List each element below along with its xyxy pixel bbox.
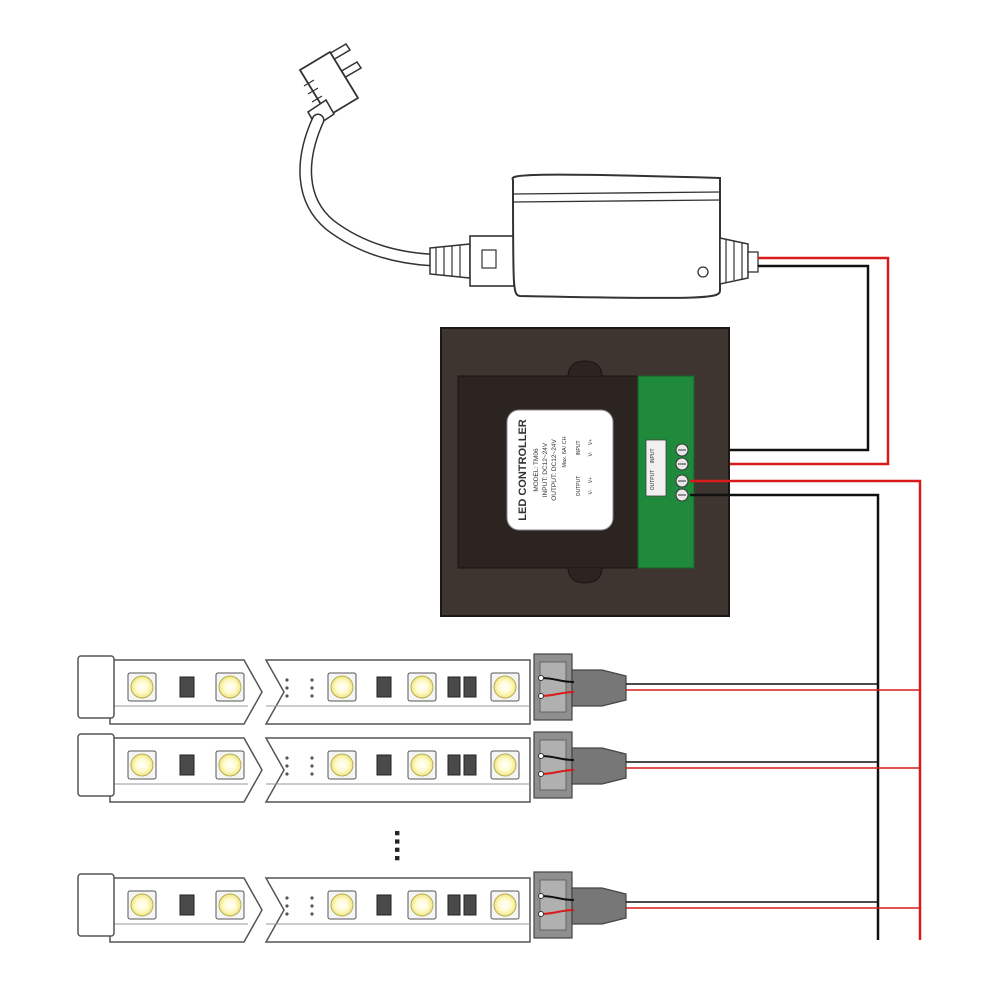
resistor — [179, 894, 195, 916]
label-output-tag: OUTPUT — [576, 476, 582, 497]
terminal-screws — [675, 443, 689, 502]
resistor — [447, 894, 461, 916]
terminal-tags: OUTPUT INPUT — [650, 449, 656, 491]
led-chip — [127, 672, 157, 702]
resistor — [463, 894, 477, 916]
label-pin: V+ — [588, 439, 594, 445]
led-chip — [127, 890, 157, 920]
controller-label: LED CONTROLLER MODEL: TM06 INPUT: DC12~2… — [517, 419, 594, 520]
led-chip — [215, 890, 245, 920]
led-strip-icon — [77, 731, 920, 803]
strip-connector — [533, 871, 627, 939]
led-chip — [215, 672, 245, 702]
led-strip-icon — [77, 871, 920, 943]
resistor — [376, 754, 392, 776]
resistor — [463, 754, 477, 776]
strip-connector — [533, 731, 627, 799]
led-chip — [490, 890, 520, 920]
power-adapter-icon — [429, 173, 759, 299]
label-title: LED CONTROLLER — [517, 419, 529, 520]
label-model: MODEL: TM06 — [533, 448, 540, 492]
led-chip — [407, 750, 437, 780]
led-chip — [327, 672, 357, 702]
led-chip — [490, 672, 520, 702]
resistor — [179, 754, 195, 776]
resistor — [447, 754, 461, 776]
led-chip — [127, 750, 157, 780]
power-cord — [299, 113, 439, 267]
label-max: Max. 6A/ CH — [562, 436, 568, 467]
led-chip — [215, 750, 245, 780]
label-pin: V- — [588, 489, 594, 494]
resistor — [376, 894, 392, 916]
led-chip — [407, 890, 437, 920]
resistor — [376, 676, 392, 698]
label-output: OUTPUT: DC12~24V — [551, 439, 558, 501]
resistor — [447, 676, 461, 698]
led-controller-icon — [440, 327, 730, 617]
led-strip-icon — [77, 653, 920, 725]
led-chip — [490, 750, 520, 780]
label-input: INPUT: DC12~24V — [542, 442, 549, 497]
label-input-tag: INPUT — [576, 441, 582, 456]
terminal-input-tag: INPUT — [650, 449, 656, 464]
strip-connector — [533, 653, 627, 721]
led-chip — [327, 890, 357, 920]
label-pin: V+ — [588, 477, 594, 483]
resistor — [179, 676, 195, 698]
label-pin: V- — [588, 451, 594, 456]
resistor — [463, 676, 477, 698]
led-chip — [407, 672, 437, 702]
terminal-output-tag: OUTPUT — [650, 470, 656, 491]
led-chip — [327, 750, 357, 780]
plug-icon — [298, 42, 363, 128]
ellipsis: .... — [388, 829, 421, 862]
